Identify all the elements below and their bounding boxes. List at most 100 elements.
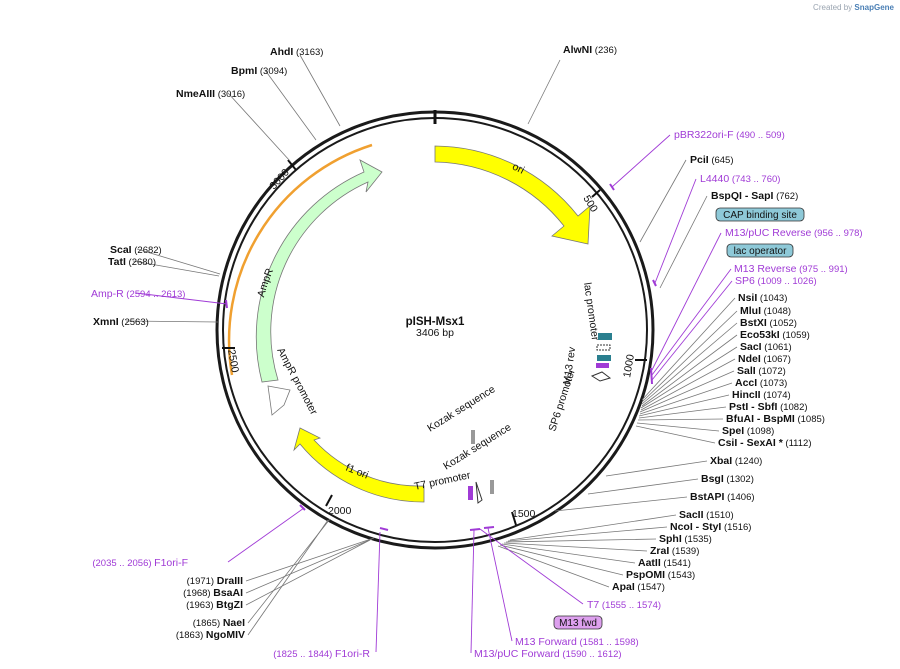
sp6-promoter-glyph (590, 371, 612, 382)
primer-tick-t7 (469, 528, 481, 531)
enzyme-site-ngomiv[interactable]: (1863) NgoMIV (176, 629, 245, 641)
leader-aatii (501, 543, 636, 564)
ori-feature-arc[interactable] (434, 145, 591, 245)
enzyme-site-scai[interactable]: ScaI (2682) (110, 244, 162, 256)
leader-btgzi (245, 539, 371, 606)
enzyme-site-zrai[interactable]: ZraI (1539) (650, 545, 699, 557)
leader-acci (639, 382, 733, 415)
leader-amp-r (135, 292, 228, 305)
primer-site-sp6[interactable]: SP6 (1009 .. 1026) (735, 275, 817, 287)
enzyme-site-psti[interactable]: PstI - SbfI (1082) (729, 401, 808, 413)
leader-xmni (125, 320, 219, 323)
leader-tati (132, 260, 220, 277)
leader-draiii (245, 537, 375, 582)
enzyme-site-bfuai[interactable]: BfuAI - BspMI (1085) (726, 413, 825, 425)
leader-saci (640, 346, 738, 409)
enzyme-site-sali[interactable]: SalI (1072) (737, 365, 786, 377)
m13-fwd-box[interactable] (553, 615, 603, 630)
primer-tick-f1ori-r (379, 527, 389, 531)
enzyme-site-ndei[interactable]: NdeI (1067) (738, 353, 791, 365)
primer-tick-l4440 (652, 279, 657, 287)
leader-ndei (640, 358, 736, 411)
enzyme-site-sphi[interactable]: SphI (1535) (659, 533, 712, 545)
enzyme-site-bsaai[interactable]: (1968) BsaAI (183, 587, 243, 599)
enzyme-site-tati[interactable]: TatI (2680) (108, 256, 156, 268)
primer-tick-m13fwd (483, 526, 495, 529)
leader-xbai (605, 460, 708, 477)
leader-psti (638, 406, 727, 419)
primer-site-m13puc-forward[interactable]: M13/pUC Forward (1590 .. 1612) (474, 648, 622, 660)
primer-site-amp-r[interactable]: Amp-R (2594 .. 2613) (91, 288, 185, 300)
enzyme-site-alwni[interactable]: AlwNI (236) (563, 44, 617, 56)
f1ori-feature-arc[interactable] (293, 427, 425, 503)
enzyme-site-sacii[interactable]: SacII (1510) (679, 509, 734, 521)
enzyme-site-apai[interactable]: ApaI (1547) (612, 581, 665, 593)
enzyme-site-csii[interactable]: CsiI - SexAI * (1112) (718, 437, 812, 449)
enzyme-site-xmni[interactable]: XmnI (2563) (93, 316, 149, 328)
kozak-glyph-1 (471, 430, 475, 444)
enzyme-site-draiii[interactable]: (1971) DraIII (187, 575, 243, 587)
enzyme-site-mlui[interactable]: MluI (1048) (740, 305, 791, 317)
enzyme-site-pspomi[interactable]: PspOMI (1543) (626, 569, 695, 581)
enzyme-site-acci[interactable]: AccI (1073) (735, 377, 787, 389)
lac-operator-box[interactable] (726, 243, 794, 258)
leader-ncoi (507, 526, 668, 542)
leader-nsii (641, 297, 736, 401)
leader-spei (636, 422, 720, 432)
primer-site-pbr322ori-f[interactable]: pBR322ori-F (490 .. 509) (674, 129, 785, 141)
plasmid-name: pISH-Msx1 (406, 316, 465, 328)
leader-scai (136, 248, 221, 275)
enzyme-site-hincii[interactable]: HincII (1074) (732, 389, 791, 401)
snapgene-credit: Created by SnapGene (813, 3, 894, 12)
primer-site-t7[interactable]: T7 (1555 .. 1574) (587, 599, 661, 611)
tick-2000: 2000 (328, 505, 352, 517)
enzyme-site-naei[interactable]: (1865) NaeI (193, 617, 245, 629)
leader-pspomi (499, 544, 624, 576)
cap-binding-site-box[interactable] (715, 207, 805, 222)
leader-pbr322ori-f (611, 134, 671, 188)
primer-site-m13-reverse[interactable]: M13 Reverse (975 .. 991) (734, 263, 848, 275)
leader-m13puc-forward (470, 529, 475, 654)
primer-site-f1ori-r[interactable]: (1825 .. 1844) F1ori-R (273, 648, 370, 660)
enzyme-site-bpmi[interactable]: BpmI (3094) (231, 65, 287, 77)
cap-binding-site-label: CAP binding site (723, 210, 797, 221)
enzyme-site-eco53ki[interactable]: Eco53kI (1059) (740, 329, 810, 341)
m13rev-glyph (596, 363, 609, 368)
lac-operator-label: lac operator (734, 246, 787, 257)
enzyme-site-btgzi[interactable]: (1963) BtgZI (186, 599, 243, 611)
leader-m13puc-reverse (651, 232, 722, 371)
primer-site-f1ori-f[interactable]: (2035 .. 2056) F1ori-F (92, 557, 188, 569)
leader-ahdi (299, 54, 341, 127)
enzyme-site-nsii[interactable]: NsiI (1043) (738, 292, 787, 304)
enzyme-site-bstxi[interactable]: BstXI (1052) (740, 317, 797, 329)
enzyme-site-xbai[interactable]: XbaI (1240) (710, 455, 762, 467)
ampr-promoter-arrow[interactable] (267, 385, 291, 416)
primer-site-m13puc-reverse[interactable]: M13/pUC Reverse (956 .. 978) (725, 227, 863, 239)
enzyme-site-saci[interactable]: SacI (1061) (740, 341, 792, 353)
primer-tick-f1ori-f (299, 504, 306, 511)
primer-site-l4440[interactable]: L4440 (743 .. 760) (700, 173, 780, 185)
enzyme-site-ahdi[interactable]: AhdI (3163) (270, 46, 323, 58)
enzyme-site-bstapi[interactable]: BstAPI (1406) (690, 491, 755, 503)
tick-1000: 1000 (621, 353, 637, 378)
m13rev-label: M13 rev (561, 345, 578, 385)
leader-bspqi (659, 195, 708, 289)
enzyme-site-aatii[interactable]: AatII (1541) (638, 557, 691, 569)
leader-apai (497, 545, 610, 588)
ampr-feature-arc[interactable] (255, 159, 383, 383)
leader-sphi (505, 538, 657, 543)
leader-eco53ki (641, 334, 738, 407)
leader-bstxi (641, 322, 738, 405)
leader-ngomiv (247, 519, 329, 636)
ori-label: ori (510, 161, 526, 177)
enzyme-site-ncoi[interactable]: NcoI - StyI (1516) (670, 521, 751, 533)
enzyme-site-bspqi[interactable]: BspQI - SapI (762) (711, 190, 798, 202)
kozak-label-2: Kozak sequence (441, 421, 513, 472)
ampr-orange-highlight (227, 143, 373, 376)
enzyme-site-spei[interactable]: SpeI (1098) (722, 425, 774, 437)
kozak-glyph-2 (490, 480, 494, 494)
enzyme-site-bsgi[interactable]: BsgI (1302) (701, 473, 754, 485)
enzyme-site-pcii[interactable]: PciI (645) (690, 154, 734, 166)
primer-site-m13-forward[interactable]: M13 Forward (1581 .. 1598) (515, 636, 639, 648)
enzyme-site-nmeaiii[interactable]: NmeAIII (3016) (176, 88, 245, 100)
